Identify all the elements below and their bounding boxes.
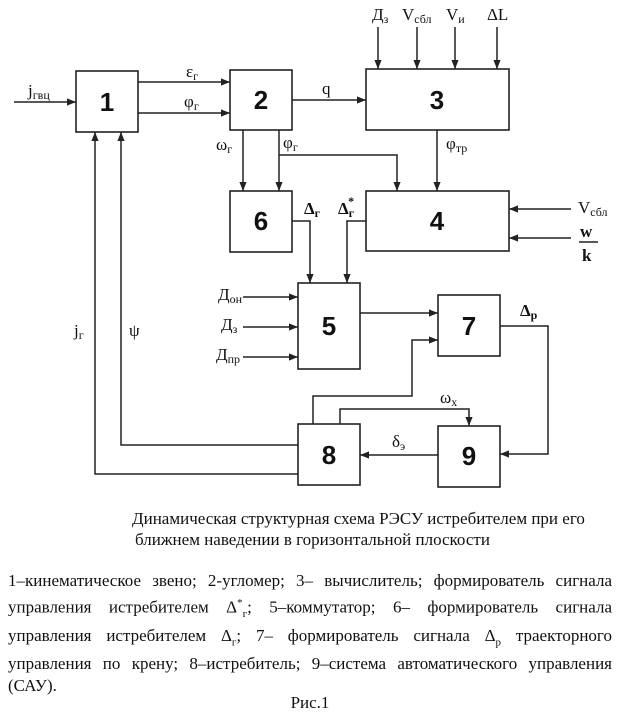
label-omega-x: ωx — [440, 388, 457, 409]
connections — [14, 27, 571, 475]
label-dz-top: Дз — [372, 5, 389, 26]
legend-part-4: траекторного управления по крену; 8–истр… — [8, 626, 612, 696]
block-8-label: 8 — [322, 440, 336, 470]
label-d-pr: Дпр — [216, 345, 240, 366]
label-eps-g: εг — [186, 62, 198, 83]
label-delta-e: δэ — [392, 432, 405, 453]
block-5-label: 5 — [322, 311, 336, 341]
legend-part-2: ; 5–коммутатор; 6– формирователь сигнала… — [8, 597, 612, 646]
label-vsbl-top: Vсбл — [402, 5, 432, 26]
label-delta-g-star: Δг* — [338, 194, 355, 220]
block-6-label: 6 — [254, 206, 268, 236]
legend-part-1-sup: * — [237, 597, 243, 609]
block-7-label: 7 — [462, 311, 476, 341]
label-delta-p: Δр — [520, 301, 538, 322]
block-2: 2 — [229, 69, 293, 131]
caption-line-2: ближнем наведении в горизонтальной плоск… — [135, 530, 490, 549]
legend-part-3-sub: р — [495, 636, 502, 649]
label-d-on: Дон — [218, 285, 243, 306]
legend-part-2-sub: г — [231, 636, 237, 649]
legend-part-1: 1–кинематическое звено; 2-угломер; 3– вы… — [8, 571, 612, 617]
caption-line-1: Динамическая структурная схема РЭСУ истр… — [132, 509, 585, 528]
block-6: 6 — [229, 190, 293, 253]
label-vi: Vи — [446, 5, 465, 26]
arrow-jg-8-to-1 — [91, 132, 298, 475]
label-d-z-left: Дз — [221, 315, 238, 336]
label-phi-g-1: φг — [184, 92, 199, 113]
block-4: 4 — [365, 190, 510, 252]
label-delta-L: ΔL — [487, 5, 508, 24]
arrow-deltag-6-to-5 — [292, 220, 314, 283]
block-legend: 1–кинематическое звено; 2-угломер; 3– вы… — [8, 570, 612, 697]
arrow-phi-2-to-4 — [279, 154, 401, 191]
block-1: 1 — [75, 70, 139, 133]
label-j-gvc: jгвц — [27, 81, 50, 102]
block-7: 7 — [437, 294, 501, 357]
arrow-deltagstar-4-to-5 — [343, 220, 366, 283]
block-5: 5 — [297, 282, 361, 370]
arrow-psi-8-to-1 — [117, 132, 298, 446]
label-phi-g-2: φг — [283, 133, 298, 154]
label-delta-g: Δг — [304, 199, 321, 220]
label-phi-tr: φтр — [446, 134, 467, 155]
block-diagram: 1 2 3 4 5 6 7 8 9 — [14, 5, 608, 488]
block-8: 8 — [297, 423, 361, 486]
label-w: w — [580, 222, 593, 241]
figure-caption: Динамическая структурная схема РЭСУ истр… — [132, 508, 612, 550]
figure-number: Рис.1 — [290, 693, 330, 712]
block-4-label: 4 — [430, 206, 445, 236]
legend-part-1-sub: г — [242, 608, 248, 621]
block-3-label: 3 — [430, 85, 444, 115]
block-3: 3 — [365, 68, 510, 131]
block-9: 9 — [437, 425, 501, 488]
arrow-omegax-8-to-9 — [339, 408, 473, 426]
arrow-8-to-7 — [312, 336, 438, 424]
block-2-label: 2 — [254, 85, 268, 115]
block-9-label: 9 — [462, 441, 476, 471]
label-j-g: jг — [73, 321, 84, 342]
arrow-deltap-7-to-9 — [500, 325, 549, 458]
signal-labels: jгвц εг φг q Дз Vсбл Vи ΔL ωг φг φтр Δг … — [27, 5, 608, 453]
label-omega-g: ωг — [216, 135, 232, 156]
label-vsbl-right: Vсбл — [578, 198, 608, 219]
label-q: q — [322, 79, 331, 98]
label-psi: ψ — [129, 321, 140, 340]
block-1-label: 1 — [100, 87, 114, 117]
label-k: k — [582, 246, 592, 265]
legend-part-3: ; 7– формирователь сигнала Δ — [236, 626, 496, 646]
